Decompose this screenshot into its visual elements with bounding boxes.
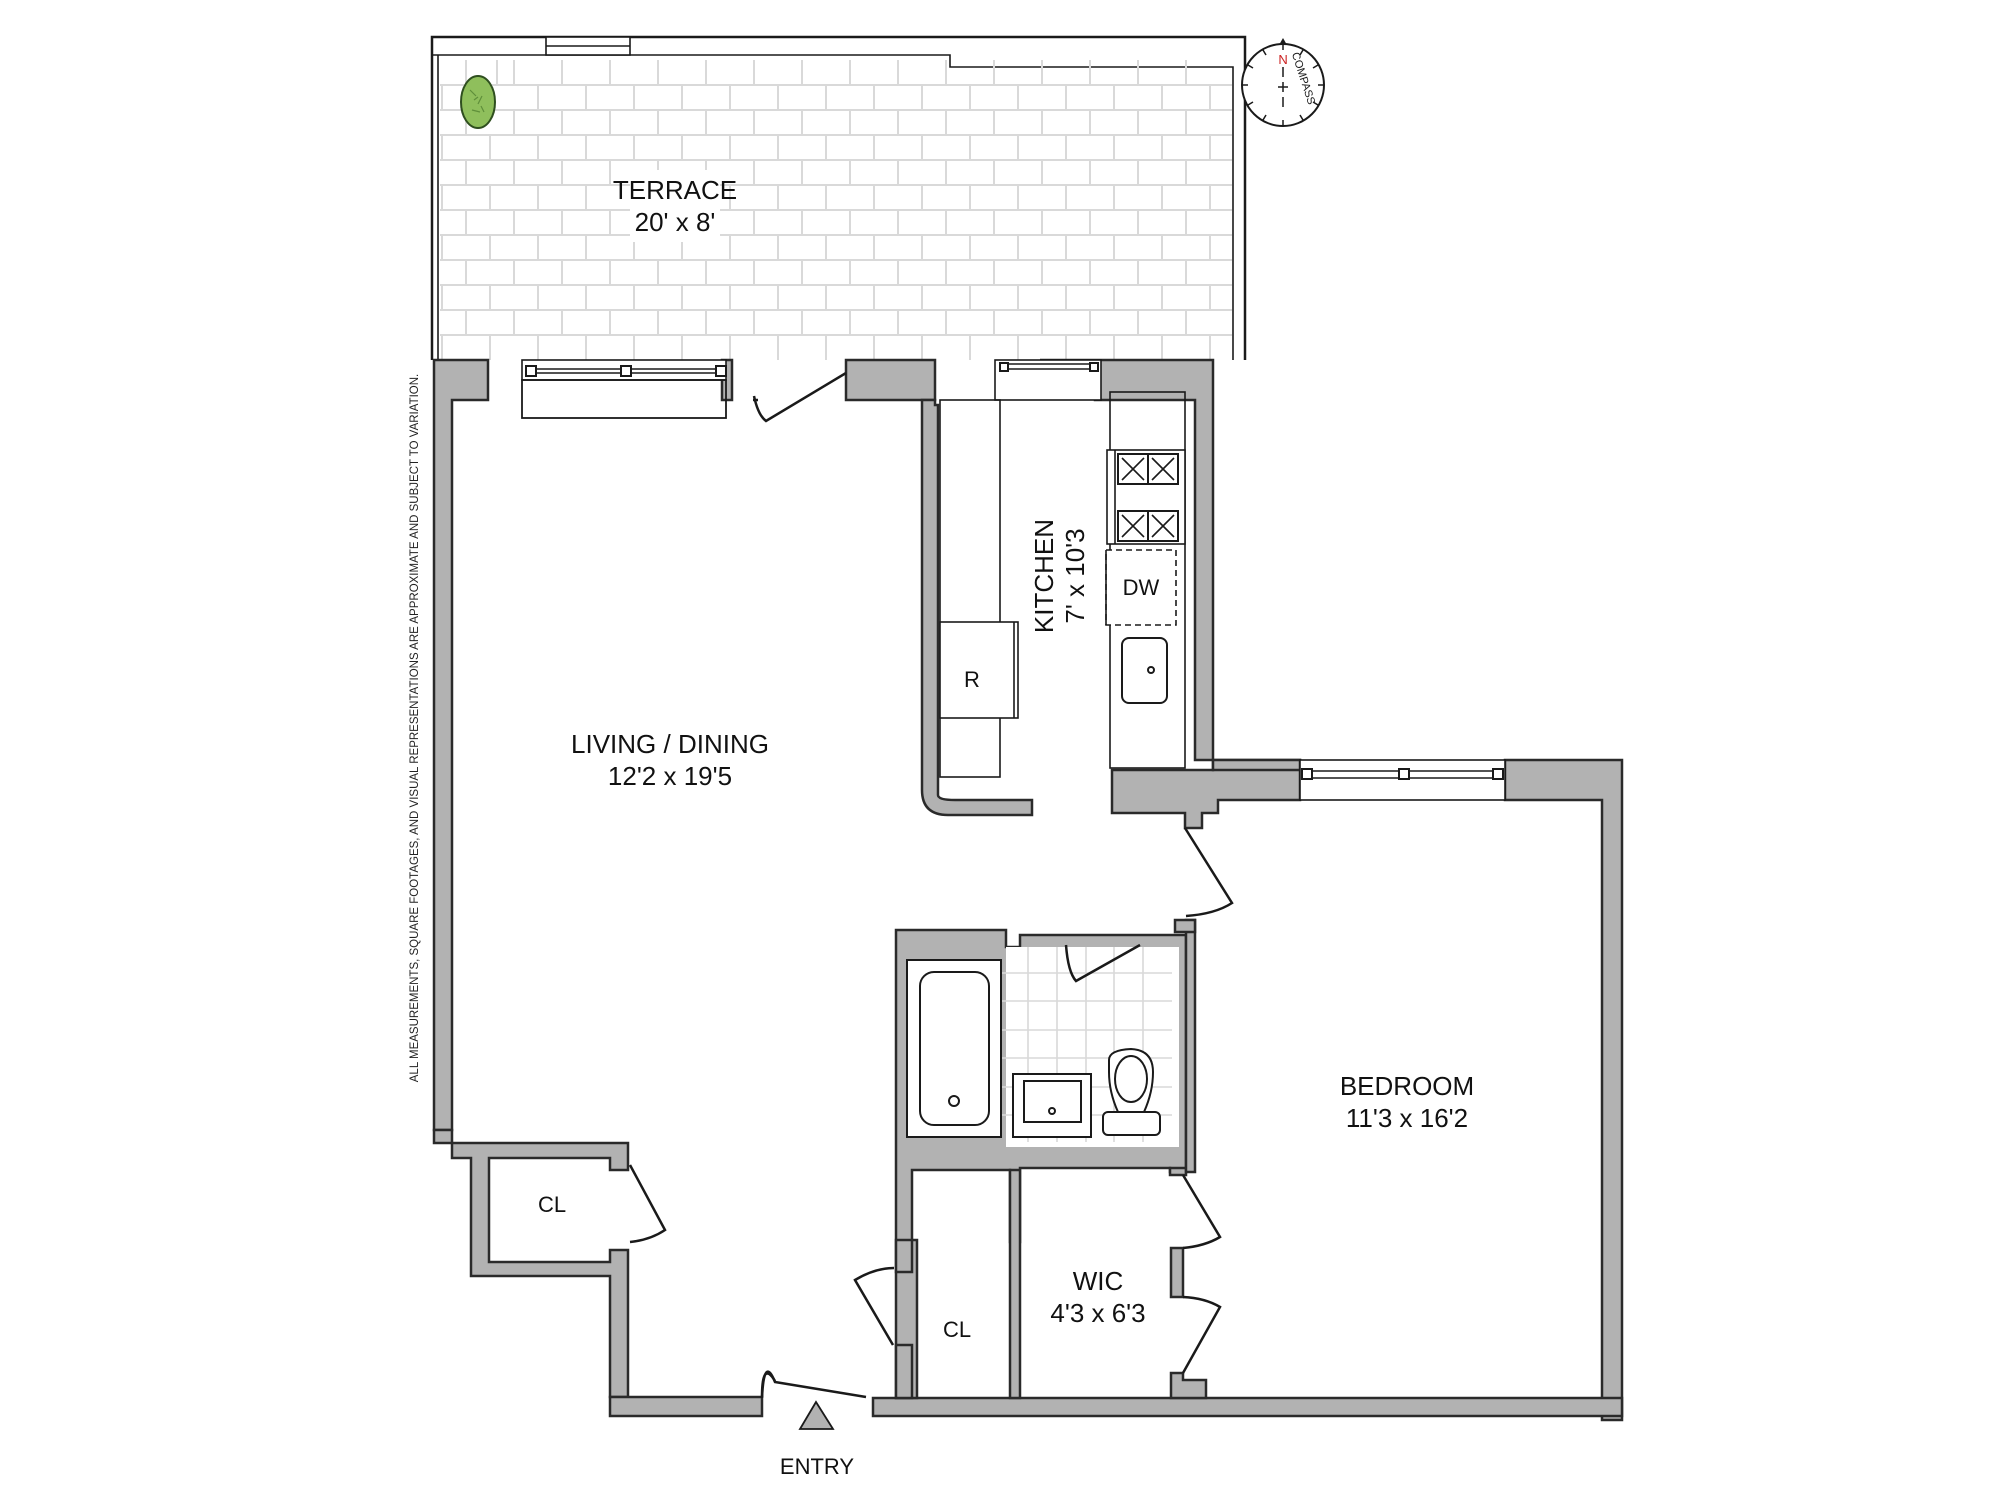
closet-left-name: CL bbox=[538, 1192, 566, 1217]
walls bbox=[432, 358, 1624, 1422]
living-name: LIVING / DINING bbox=[571, 729, 769, 759]
bathroom-door[interactable] bbox=[1064, 943, 1141, 983]
bathroom[interactable] bbox=[906, 943, 1179, 1147]
entry-arrow-icon bbox=[798, 1400, 835, 1430]
terrace-dims: 20' x 8' bbox=[635, 207, 716, 237]
living-dims: 12'2 x 19'5 bbox=[608, 761, 732, 791]
bathroom-sink bbox=[1012, 1073, 1092, 1138]
closet-entry-door[interactable] bbox=[853, 1266, 895, 1346]
compass-north: N bbox=[1278, 52, 1287, 67]
entry-door[interactable] bbox=[760, 1370, 867, 1399]
closet-entry-name: CL bbox=[943, 1317, 971, 1342]
bedroom-name: BEDROOM bbox=[1340, 1071, 1474, 1101]
kitchen[interactable]: R DW KITCHEN 7' x 10'3 bbox=[939, 359, 1186, 778]
entry[interactable]: ENTRY bbox=[760, 1370, 867, 1479]
wic-doors[interactable] bbox=[1181, 1174, 1222, 1374]
compass: N COMPASS bbox=[1241, 38, 1325, 127]
planter-icon bbox=[460, 75, 496, 129]
disclaimer-text: ALL MEASUREMENTS, SQUARE FOOTAGES, AND V… bbox=[409, 374, 421, 1082]
kitchen-name: KITCHEN bbox=[1029, 519, 1059, 633]
kitchen-sink bbox=[1121, 637, 1168, 704]
dishwasher: DW bbox=[1105, 549, 1177, 626]
range-stove bbox=[1106, 449, 1186, 545]
bathtub bbox=[906, 959, 1002, 1138]
terrace[interactable]: TERRACE 20' x 8' bbox=[430, 35, 1247, 360]
terrace-door[interactable] bbox=[752, 371, 847, 423]
wic-name: WIC bbox=[1073, 1266, 1124, 1296]
bedroom-dims: 11'3 x 16'2 bbox=[1346, 1103, 1468, 1133]
bedroom-door[interactable] bbox=[1183, 827, 1234, 918]
bedroom[interactable]: BEDROOM 11'3 x 16'2 bbox=[1183, 759, 1506, 1133]
terrace-tile-pattern bbox=[440, 84, 1232, 336]
planter-texture bbox=[469, 89, 485, 113]
entry-label: ENTRY bbox=[780, 1454, 854, 1479]
refrigerator-label: R bbox=[964, 667, 980, 692]
terrace-name: TERRACE bbox=[613, 175, 737, 205]
closet-entry[interactable]: CL bbox=[853, 1266, 971, 1346]
refrigerator: R bbox=[939, 621, 1019, 719]
dishwasher-label: DW bbox=[1123, 575, 1160, 600]
walk-in-closet[interactable]: WIC 4'3 x 6'3 bbox=[1050, 1174, 1222, 1374]
closet-left[interactable]: CL bbox=[538, 1164, 667, 1244]
wic-dims: 4'3 x 6'3 bbox=[1050, 1298, 1145, 1328]
closet-left-door[interactable] bbox=[628, 1164, 667, 1244]
toilet bbox=[1102, 1047, 1161, 1136]
living-dining[interactable]: LIVING / DINING 12'2 x 19'5 bbox=[521, 359, 847, 791]
kitchen-dims: 7' x 10'3 bbox=[1060, 528, 1090, 623]
terrace-tile-joints bbox=[441, 60, 1211, 360]
compass-north-pointer-icon bbox=[1279, 38, 1287, 45]
